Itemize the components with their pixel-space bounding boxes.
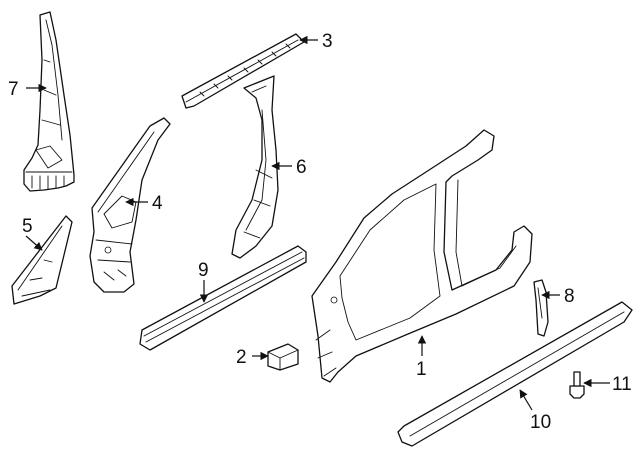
callout-11: 11 xyxy=(612,374,632,395)
callout-3: 3 xyxy=(322,31,333,52)
callout-2: 2 xyxy=(236,347,247,368)
part-9-rocker-reinforcement xyxy=(139,245,307,351)
part-10-rocker-molding xyxy=(397,301,633,447)
part-3-roof-rail xyxy=(181,33,305,109)
callout-9: 9 xyxy=(198,260,209,281)
part-2-bracket xyxy=(267,343,299,371)
leader-10 xyxy=(519,389,533,411)
callout-4: 4 xyxy=(152,193,163,214)
callout-10: 10 xyxy=(530,412,551,433)
part-11-clip xyxy=(569,371,585,399)
part-5-reinforcement xyxy=(11,215,73,305)
part-6-b-pillar xyxy=(231,75,279,259)
callout-7: 7 xyxy=(8,79,19,100)
callout-labels: 7 3 5 4 6 9 2 1 8 11 10 xyxy=(8,31,632,433)
part-1-body-side xyxy=(311,129,533,383)
callout-6: 6 xyxy=(296,157,307,178)
leader-5 xyxy=(25,235,43,251)
callout-1: 1 xyxy=(416,359,427,380)
callout-5: 5 xyxy=(22,216,33,237)
part-7-a-pillar xyxy=(23,11,75,192)
part-8-reinforcement xyxy=(533,279,549,337)
callout-8: 8 xyxy=(564,286,575,307)
leader-lines xyxy=(25,35,610,411)
